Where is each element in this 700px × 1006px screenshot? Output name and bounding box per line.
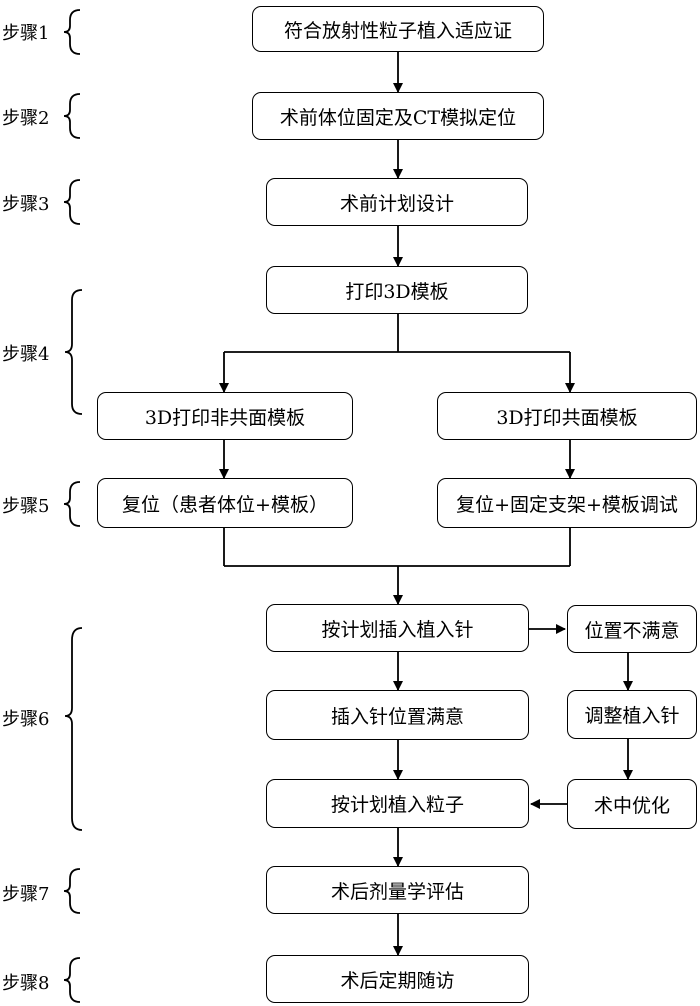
node-dosimetric-evaluation: 术后剂量学评估 [266,866,529,914]
node-coplanar-template: 3D打印共面模板 [437,392,697,440]
step-label-2: 步骤2 [2,108,50,129]
brace-step2 [63,93,81,139]
step-label-8: 步骤8 [2,973,50,994]
step-label-7: 步骤7 [2,884,50,905]
brace-step4 [64,289,83,415]
step-label-3: 步骤3 [2,194,50,215]
node-intraop-optimization: 术中优化 [567,779,697,829]
brace-step8 [63,957,81,1003]
step-label-5: 步骤5 [2,496,50,517]
node-planning: 术前计划设计 [266,178,528,226]
node-position-unsatisfied: 位置不满意 [567,605,697,653]
brace-step3 [63,179,81,225]
node-positioning: 术前体位固定及CT模拟定位 [252,92,544,140]
node-position-satisfied: 插入针位置满意 [266,690,529,740]
brace-step1 [63,9,81,55]
node-followup: 术后定期随访 [266,955,529,1003]
node-indication: 符合放射性粒子植入适应证 [252,6,544,52]
node-adjust-needle: 调整植入针 [567,690,697,739]
brace-step7 [63,868,81,914]
step-label-6: 步骤6 [2,709,50,730]
node-implant-seeds: 按计划植入粒子 [266,779,529,828]
node-reset-right: 复位+固定支架+模板调试 [437,478,697,528]
node-non-coplanar-template: 3D打印非共面模板 [97,392,353,440]
step-label-4: 步骤4 [2,344,50,365]
step-label-1: 步骤1 [2,23,50,44]
node-print-template: 打印3D模板 [266,266,528,314]
brace-step5 [63,481,81,527]
brace-step6 [64,627,83,831]
node-reset-left: 复位（患者体位+模板） [97,478,353,528]
node-insert-needle: 按计划插入植入针 [266,604,529,652]
